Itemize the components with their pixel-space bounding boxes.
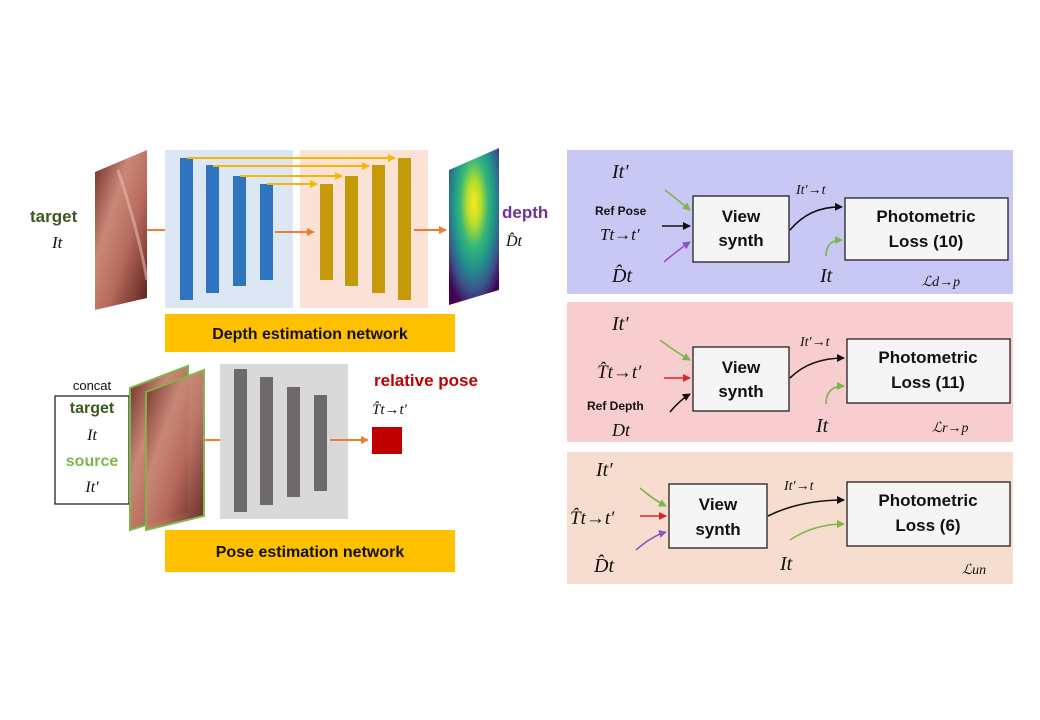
- concat-target-label: target: [70, 400, 115, 417]
- concat-source-symbol: It′: [84, 479, 99, 496]
- panel-1-target: It: [819, 265, 833, 287]
- panel-3-loss-box: [846, 481, 1011, 547]
- panel-3-arrow-target: [789, 520, 845, 541]
- panel-1-input-top: It′: [611, 161, 629, 183]
- pose-net-label: Pose estimation network: [216, 544, 405, 561]
- panel-2-loss-box: [846, 338, 1011, 404]
- panel-3-view-synth-line2: synth: [695, 520, 740, 539]
- relative-pose-output: [372, 427, 402, 454]
- panel-1-view-synth-line1: View: [722, 207, 761, 226]
- panel-2-view-synth-line1: View: [722, 358, 761, 377]
- panel-2-loss-symbol: ℒr→p: [932, 421, 969, 436]
- depth-symbol: D̂t: [505, 231, 523, 250]
- panel-3-arrow-warped: [767, 496, 845, 517]
- panel-2-input-bottom: Dt: [611, 420, 631, 440]
- decoder-bars: [320, 158, 411, 300]
- encoder-bar-2: [206, 165, 219, 293]
- panel-2-arrow-image: [659, 339, 691, 361]
- depth-map-image: [449, 148, 499, 305]
- concat-images: [129, 364, 205, 532]
- panel-2-view-synth-box: [692, 346, 790, 412]
- panel-1-loss-line1: Photometric: [876, 207, 975, 226]
- panel-3-loss-symbol: ℒun: [962, 563, 986, 578]
- panel-3-arrow-image: [639, 487, 667, 507]
- panel-3-warped: It′→t: [783, 479, 815, 494]
- panel-1-loss-line2: Loss (10): [889, 232, 964, 251]
- pose-bar-4: [314, 395, 327, 491]
- depth-net-label: Depth estimation network: [212, 326, 408, 343]
- panel-2-input-top: It′: [611, 313, 629, 335]
- panel-3-input-top: It′: [595, 459, 613, 481]
- concat-source-label: source: [66, 453, 119, 470]
- panel-3-loss-line2: Loss (6): [895, 516, 960, 535]
- depth-label: depth: [502, 203, 548, 222]
- target-image: [95, 150, 149, 310]
- relative-pose-symbol: T̂t→t′: [372, 402, 408, 418]
- decoder-bar-4: [398, 158, 411, 300]
- decoder-bar-3: [372, 165, 385, 293]
- panel-1-input-mid: Tt→t′: [600, 225, 640, 244]
- panel-1-loss-box: [844, 197, 1009, 261]
- panel-3-input-bottom: D̂t: [593, 554, 614, 577]
- panel-1-ref-pose-label: Ref Pose: [595, 204, 647, 218]
- concat-target-symbol: It: [86, 427, 97, 444]
- relative-pose-label: relative pose: [374, 371, 478, 390]
- panel-3-loss-line1: Photometric: [878, 491, 977, 510]
- encoder-bar-1: [180, 158, 193, 300]
- panel-1-warped: It′→t: [795, 183, 827, 198]
- encoder-bar-3: [233, 176, 246, 286]
- panel-2-arrow-depth: [669, 393, 691, 413]
- panel-1-loss-symbol: ℒd→p: [922, 275, 960, 290]
- panel-1-arrow-warped: [789, 202, 843, 231]
- panel-3-view-synth-line1: View: [699, 495, 738, 514]
- pose-bar-3: [287, 387, 300, 497]
- panel-2-arrow-warped: [789, 354, 845, 379]
- panel-3-input-mid: T̂t→t′: [570, 508, 615, 529]
- panel-3-arrow-depth: [635, 530, 667, 551]
- decoder-bar-2: [345, 176, 358, 286]
- pose-bar-1: [234, 369, 247, 512]
- panel-1-arrow-target: [825, 236, 843, 257]
- target-symbol: It: [51, 233, 64, 252]
- encoder-bars: [180, 158, 273, 300]
- panel-2-input-mid: T̂t→t′: [597, 362, 642, 383]
- panel-2-arrow-target: [825, 382, 845, 405]
- panel-depth-to-pose: It′ Ref Pose Tt→t′ D̂t View synth It′→t …: [567, 150, 1013, 294]
- panel-3-target: It: [779, 553, 793, 575]
- panel-3-view-synth-box: [668, 483, 768, 549]
- panel-1-arrow-depth: [663, 241, 691, 263]
- panel-2-warped: It′→t: [799, 335, 831, 350]
- panel-1-arrow-image: [664, 189, 691, 211]
- depth-net-banner: [165, 314, 455, 352]
- panel-2-view-synth-line2: synth: [718, 382, 763, 401]
- pose-bar-2: [260, 377, 273, 505]
- target-label: target: [30, 207, 78, 226]
- panel-2-target: It: [815, 415, 829, 437]
- encoder-bar-4: [260, 184, 273, 280]
- skip-connections: [187, 154, 396, 188]
- concat-box: [54, 395, 130, 505]
- pose-bars: [234, 369, 327, 512]
- concat-label: concat: [73, 378, 112, 393]
- panel-1-input-bottom: D̂t: [611, 264, 632, 287]
- panel-2-ref-depth-label: Ref Depth: [587, 399, 644, 413]
- panel-ref-to-pose: It′ T̂t→t′ Ref Depth Dt View synth It′→t…: [567, 302, 1013, 442]
- panel-2-loss-line2: Loss (11): [891, 373, 965, 392]
- panel-unsupervised: It′ T̂t→t′ D̂t View synth It′→t It Photo…: [567, 452, 1013, 584]
- panel-1-view-synth-line2: synth: [718, 231, 763, 250]
- decoder-bar-1: [320, 184, 333, 280]
- panel-2-loss-line1: Photometric: [878, 348, 977, 367]
- pose-net-banner: [165, 530, 455, 572]
- panel-1-view-synth-box: [692, 195, 790, 263]
